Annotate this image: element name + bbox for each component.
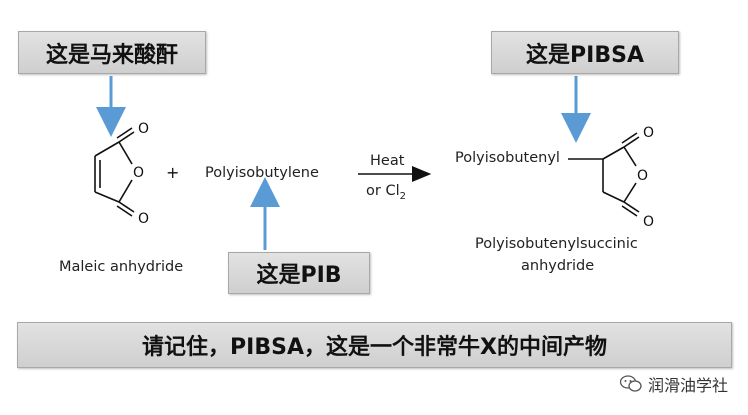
summary-banner-text: 请记住，PIBSA，这是一个非常牛X的中间产物: [142, 335, 607, 360]
condition-heat-label: Heat: [370, 153, 405, 169]
callout-pib-text: 这是PIB: [256, 263, 342, 288]
callout-pibsa-text: 这是PIBSA: [526, 42, 644, 68]
summary-banner: 请记住，PIBSA，这是一个非常牛X的中间产物: [17, 322, 732, 368]
callout-maleic-text: 这是马来酸酐: [45, 42, 178, 68]
pibsa-carbonyl-o-top: O: [643, 125, 654, 141]
plus-sign: +: [166, 163, 179, 182]
pibsa-structure: [568, 132, 640, 217]
watermark-text: 润滑油学社: [647, 376, 728, 395]
polyisobutenyl-substituent-label: Polyisobutenyl: [455, 150, 560, 166]
callout-pib: 这是PIB: [228, 252, 370, 294]
polyisobutylene-label: Polyisobutylene: [205, 165, 319, 181]
product-name-line1: Polyisobutenylsuccinic: [475, 236, 638, 252]
maleic-anhydride-name: Maleic anhydride: [59, 259, 184, 275]
maleic-ring-o: O: [133, 165, 144, 181]
callout-maleic-anhydride: 这是马来酸酐: [18, 31, 206, 74]
condition-cl2-label: or Cl2: [366, 183, 406, 202]
maleic-anhydride-structure: [94, 127, 135, 217]
pibsa-ring-o: O: [637, 168, 648, 184]
pibsa-carbonyl-o-bottom: O: [643, 214, 654, 230]
callout-pibsa: 这是PIBSA: [491, 31, 679, 74]
maleic-carbonyl-o-top: O: [138, 121, 149, 137]
wechat-icon: [619, 375, 642, 392]
watermark: 润滑油学社: [619, 372, 728, 396]
maleic-carbonyl-o-bottom: O: [138, 211, 149, 227]
product-name-line2: anhydride: [521, 258, 595, 274]
